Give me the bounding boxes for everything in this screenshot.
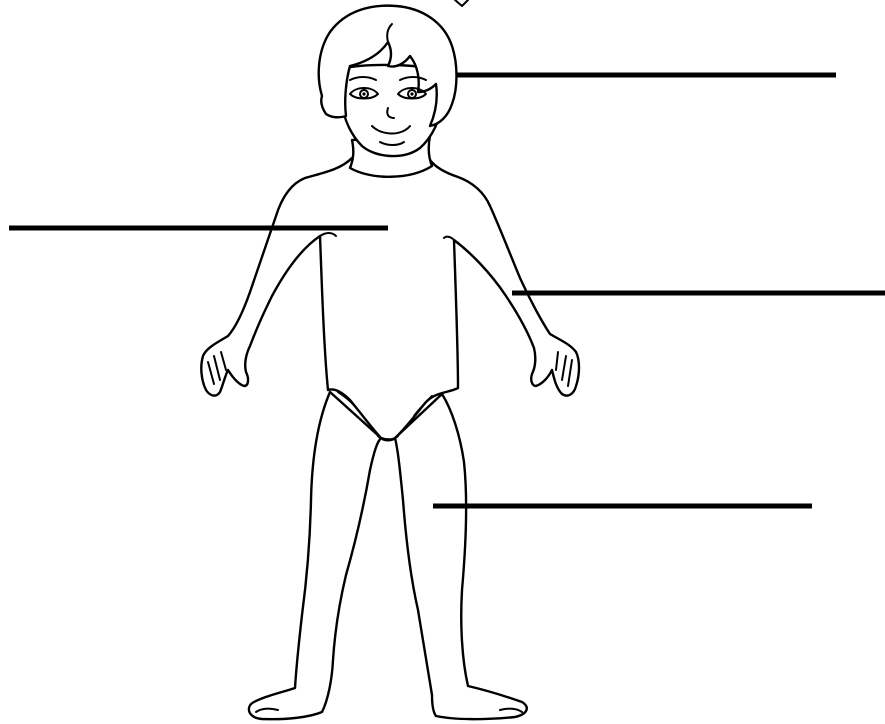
right-leg [395,394,527,719]
cropped-text-fragment [455,0,468,6]
left-leg [249,392,381,719]
torso-and-arms [201,158,579,440]
